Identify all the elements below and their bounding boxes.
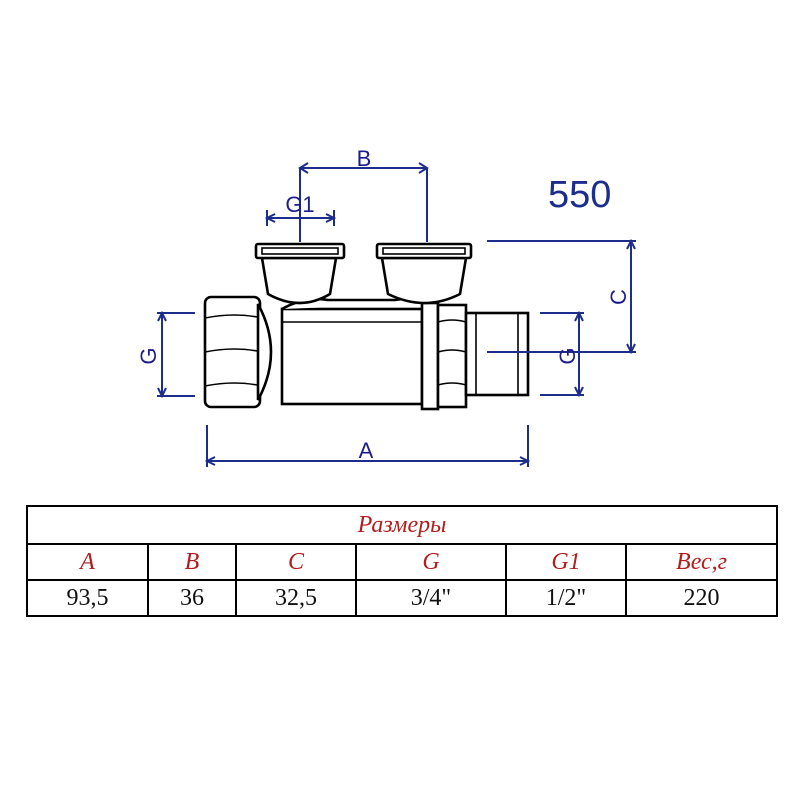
header-cell: G bbox=[355, 543, 507, 581]
header-cell: C bbox=[235, 543, 357, 581]
header-cell: Вес,г bbox=[624, 543, 779, 581]
valve-body bbox=[203, 242, 530, 411]
value-cell: 36 bbox=[147, 579, 237, 617]
dimension-label-b: B bbox=[357, 146, 372, 171]
dimension-label-g-left: G bbox=[136, 347, 161, 364]
value-cell: 3/4" bbox=[355, 579, 507, 617]
dimension-label-c: C bbox=[606, 289, 631, 305]
value-cell: 1/2" bbox=[505, 579, 627, 617]
dimension-lines bbox=[157, 162, 636, 467]
value-cell: 93,5 bbox=[26, 579, 149, 617]
header-cell: B bbox=[147, 543, 237, 581]
dimension-label-g-right: G bbox=[555, 347, 580, 364]
table-header-row: A B C G G1 Вес,г bbox=[26, 543, 779, 581]
model-number: 550 bbox=[548, 174, 611, 216]
dimension-label-a: A bbox=[359, 438, 374, 463]
value-cell: 220 bbox=[624, 579, 779, 617]
table-values-row: 93,5 36 32,5 3/4" 1/2" 220 bbox=[26, 579, 779, 617]
table-title-row: Размеры bbox=[25, 505, 779, 545]
value-cell: 32,5 bbox=[235, 579, 357, 617]
dimension-label-g1: G1 bbox=[285, 192, 314, 217]
dimensions-table: Размеры A B C G G1 Вес,г 93,5 36 32,5 3/… bbox=[25, 505, 779, 617]
header-cell: G1 bbox=[505, 543, 627, 581]
table-title: Размеры bbox=[25, 505, 779, 545]
header-cell: A bbox=[26, 543, 149, 581]
